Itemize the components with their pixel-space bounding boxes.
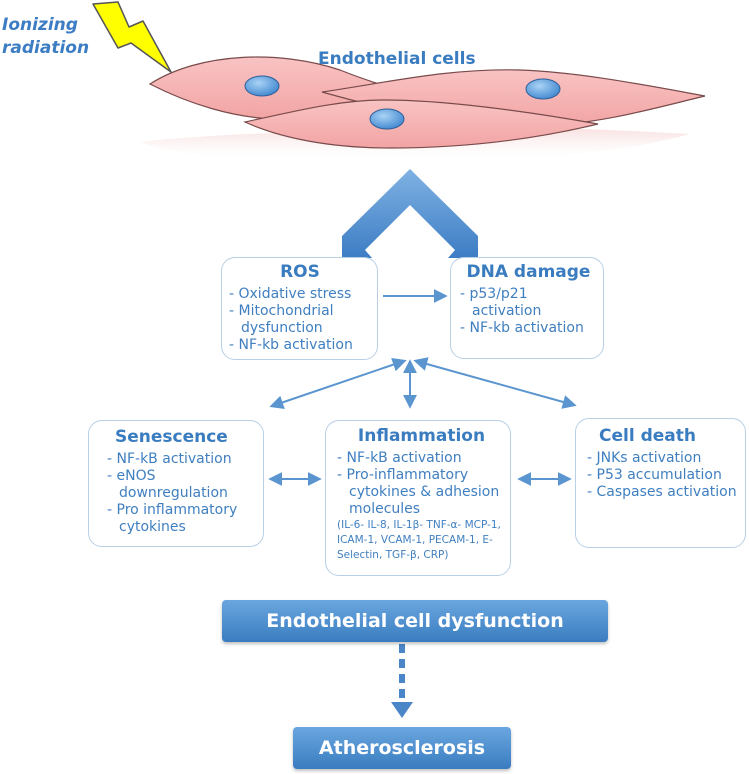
inflammation-box: Inflammation - NF-kB activation - Pro-in… [325, 420, 511, 576]
dna-damage-list: - p53/p21 activation - NF-kb activation [460, 286, 597, 337]
lightning-bolt-icon [92, 1, 172, 73]
list-item: - Pro-inflammatory cytokines & adhesion … [337, 467, 500, 517]
atherosclerosis-banner: Atherosclerosis [293, 727, 511, 769]
nucleus-left [244, 75, 280, 97]
senescence-title: Senescence [115, 427, 228, 447]
list-item: - JNKs activation [587, 450, 702, 466]
inflammation-markers: (IL-6- IL-8, IL-1β- TNF-α- MCP-1, ICAM-1… [337, 519, 501, 561]
dashed-arrow-head-icon [391, 702, 413, 718]
nucleus-center [369, 108, 405, 130]
list-item: - Mitochondrial dysfunction [229, 303, 334, 336]
cell-death-list: - JNKs activation - P53 accumulation - C… [587, 450, 741, 501]
list-item: - P53 accumulation [587, 467, 722, 483]
ros-title: ROS [280, 262, 320, 282]
list-item: - Caspases activation [587, 484, 737, 500]
ros-box: ROS - Oxidative stress - Mitochondrial d… [221, 257, 378, 360]
nucleus-right [525, 78, 561, 100]
inflammation-title: Inflammation [357, 426, 486, 446]
inflammation-list: - NF-kB activation - Pro-inflammatory cy… [337, 450, 506, 518]
list-item: - NF-kb activation [460, 320, 584, 336]
arrow-hub-to-senescence [269, 357, 407, 410]
list-item: - eNOS downregulation [107, 468, 228, 501]
senescence-box: Senescence - NF-kB activation - eNOS dow… [88, 420, 264, 547]
dna-damage-box: DNA damage - p53/p21 activation - NF-kb … [450, 257, 604, 359]
list-item: - NF-kB activation [107, 451, 232, 467]
list-item: - p53/p21 activation [460, 286, 542, 319]
list-item: - NF-kb activation [229, 337, 353, 353]
list-item: - NF-kB activation [337, 450, 462, 466]
cell-death-box: Cell death - JNKs activation - P53 accum… [575, 418, 746, 548]
big-double-arrow-icon [342, 169, 478, 258]
senescence-list: - NF-kB activation - eNOS downregulation… [107, 451, 257, 536]
ros-list: - Oxidative stress - Mitochondrial dysfu… [229, 286, 371, 354]
endothelial-dysfunction-banner: Endothelial cell dysfunction [222, 600, 608, 642]
dna-damage-title: DNA damage [466, 262, 591, 282]
cell-death-title: Cell death [599, 426, 696, 446]
list-item: - Pro inflammatory cytokines [107, 502, 238, 535]
endothelial-cell-center [243, 99, 599, 149]
arrow-hub-to-cell-death [413, 357, 577, 409]
endothelial-cells-label: Endothelial cells [318, 49, 476, 69]
list-item: - Oxidative stress [229, 286, 352, 302]
ionizing-radiation-label: Ionizing radiation [2, 15, 90, 58]
